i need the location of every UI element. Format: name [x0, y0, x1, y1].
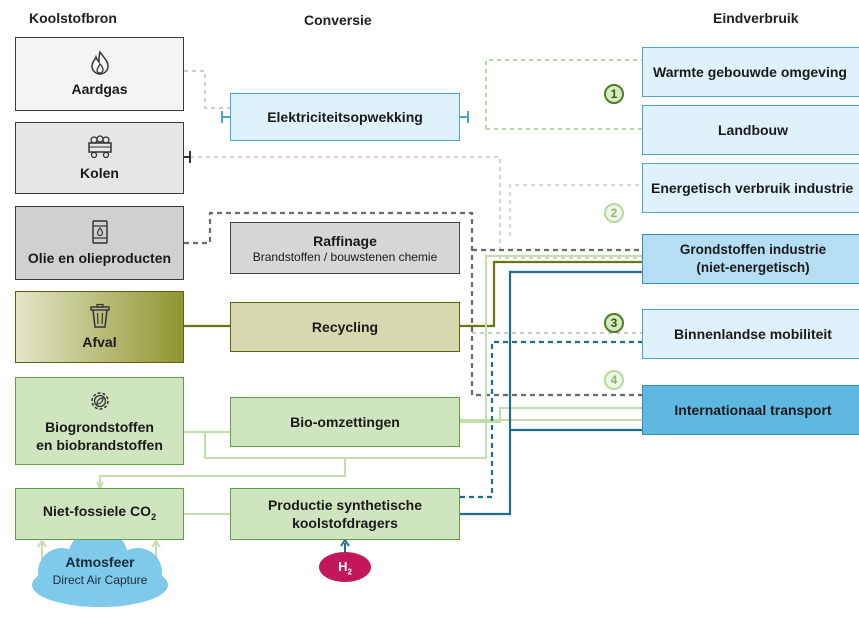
source-afval: Afval [15, 291, 184, 363]
marker-4: 4 [604, 370, 624, 390]
source-bio-label: Biogrondstoffen en biobrandstoffen [36, 418, 163, 454]
marker-3: 3 [604, 313, 624, 333]
conversion-raffinage-label: Raffinage [313, 232, 377, 249]
elektriciteit-cap-left-bar [221, 111, 223, 123]
h2-subscript: 2 [347, 567, 352, 577]
conversion-bio-omzettingen: Bio-omzettingen [230, 397, 460, 447]
h2-blob [319, 552, 371, 582]
source-kolen: Kolen [15, 122, 184, 194]
end-landbouw: Landbouw [642, 105, 859, 155]
source-aardgas-label: Aardgas [71, 81, 128, 97]
end-grondstoffen: Grondstoffen industrie (niet-energetisch… [642, 234, 859, 284]
dac-label: Direct Air Capture [52, 573, 148, 587]
conversion-synthetisch: Productie synthetische koolstofdragers [230, 488, 460, 540]
marker-1: 1 [604, 84, 624, 104]
source-aardgas: Aardgas [15, 37, 184, 111]
elektriciteit-cap-right-bar [467, 111, 469, 123]
end-mobiliteit-label: Binnenlandse mobiliteit [674, 326, 832, 342]
elektriciteit-cap-left [222, 116, 230, 118]
end-grondstoffen-line2: (niet-energetisch) [696, 260, 810, 275]
trash-bin-icon [89, 303, 110, 328]
end-warmte-label: Warmte gebouwde omgeving [653, 64, 847, 80]
conversion-elektriciteit: Elektriciteitsopwekking [230, 93, 460, 141]
atmosfeer-label: Atmosfeer [65, 554, 135, 570]
source-co2-subscript: 2 [151, 511, 157, 522]
end-grondstoffen-label: Grondstoffen industrie (niet-energetisch… [680, 241, 826, 277]
end-landbouw-label: Landbouw [718, 122, 788, 138]
header-source: Koolstofbron [29, 10, 117, 26]
marker-2: 2 [604, 203, 624, 223]
coal-cart-icon [87, 135, 112, 159]
source-olie-label: Olie en olieproducten [27, 250, 172, 266]
end-transport: Internationaal transport [642, 385, 859, 435]
source-co2-label: Niet-fossiele CO2 [43, 502, 156, 526]
h2-label: H2 [326, 559, 364, 577]
conversion-raffinage: Raffinage Brandstoffen / bouwstenen chem… [230, 222, 460, 274]
conversion-bio-omzettingen-label: Bio-omzettingen [290, 414, 400, 430]
end-mobiliteit: Binnenlandse mobiliteit [642, 309, 859, 359]
h2-main: H [338, 559, 348, 574]
end-grondstoffen-line1: Grondstoffen industrie [679, 242, 827, 257]
source-co2-text: Niet-fossiele CO [42, 503, 152, 520]
source-bio-label-line1: Biogrondstoffen [45, 419, 154, 435]
end-energetisch: Energetisch verbruik industrie [642, 163, 859, 213]
source-afval-label: Afval [82, 334, 117, 350]
header-end-use: Eindverbruik [713, 10, 799, 26]
elektriciteit-cap-right [460, 116, 468, 118]
source-bio-label-line2: en biobrandstoffen [36, 437, 163, 453]
flame-icon [90, 50, 109, 75]
gear-leaf-icon [90, 392, 109, 410]
end-transport-label: Internationaal transport [674, 402, 832, 418]
conversion-recycling: Recycling [230, 302, 460, 352]
conversion-raffinage-sub: Brandstoffen / bouwstenen chemie [252, 249, 438, 264]
conversion-recycling-label: Recycling [311, 319, 379, 335]
source-kolen-label: Kolen [80, 165, 119, 181]
end-energetisch-label: Energetisch verbruik industrie [651, 180, 854, 196]
atmosfeer-cloud [32, 528, 168, 607]
conversion-synthetisch-line2: koolstofdragers [292, 515, 398, 531]
source-bio: Biogrondstoffen en biobrandstoffen [15, 377, 184, 465]
header-conversion: Conversie [304, 12, 372, 28]
oil-barrel-icon [91, 220, 108, 244]
conversion-synthetisch-line1: Productie synthetische [267, 497, 423, 513]
conversion-elektriciteit-label: Elektriciteitsopwekking [267, 109, 423, 125]
source-olie: Olie en olieproducten [15, 206, 184, 280]
source-co2: Niet-fossiele CO2 [15, 488, 184, 540]
conversion-synthetisch-label: Productie synthetische koolstofdragers [268, 496, 422, 532]
end-warmte: Warmte gebouwde omgeving [642, 47, 859, 97]
